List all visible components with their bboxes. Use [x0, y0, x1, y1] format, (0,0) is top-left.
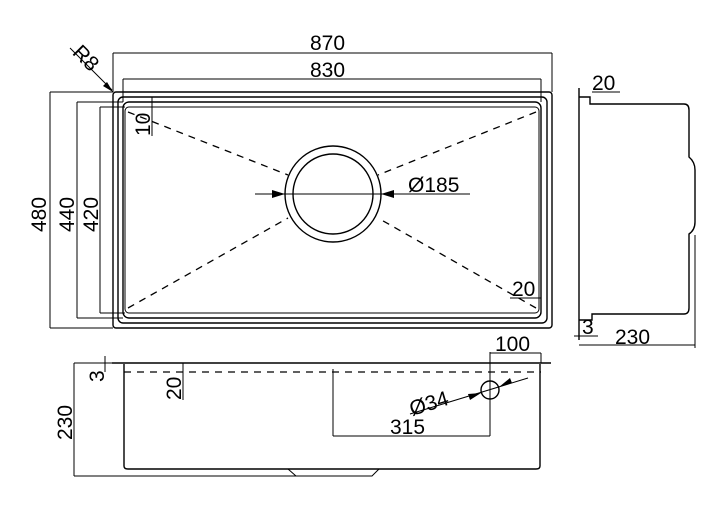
front-dim-34: Ø34: [407, 387, 452, 421]
flange-inner-outline: [117, 96, 548, 324]
side-view: 20 3 230: [574, 72, 696, 349]
dim-drain-185: Ø185: [408, 174, 459, 197]
dim-830: 830: [310, 59, 345, 82]
radius-leader: [69, 47, 113, 91]
side-dim-20: 20: [592, 72, 615, 95]
front-view: 230 3 20 315 100 Ø34: [54, 333, 551, 477]
front-dim-20: 20: [163, 377, 186, 400]
front-dim-315: 315: [390, 416, 425, 439]
front-dim-3: 3: [86, 370, 109, 382]
front-dim-100: 100: [495, 333, 530, 356]
top-view: 870 830 R8 480 440 420 10 Ø185 20: [28, 32, 553, 329]
dim-20-corner: 20: [512, 278, 535, 301]
overflow-hole: [480, 380, 500, 400]
side-dim-230: 230: [615, 326, 650, 349]
bowl-outline: [122, 101, 542, 319]
dim-10: 10: [132, 113, 155, 136]
side-dim-3: 3: [582, 316, 594, 339]
dim-440: 440: [56, 197, 79, 232]
outer-flange-outline: [112, 91, 553, 329]
bowl-bottom-outline: [124, 106, 540, 314]
dim-870: 870: [310, 32, 345, 55]
front-dim-230: 230: [54, 405, 77, 440]
dim-480: 480: [28, 197, 51, 232]
dim-420: 420: [80, 197, 103, 232]
dim-r8: R8: [68, 41, 103, 76]
